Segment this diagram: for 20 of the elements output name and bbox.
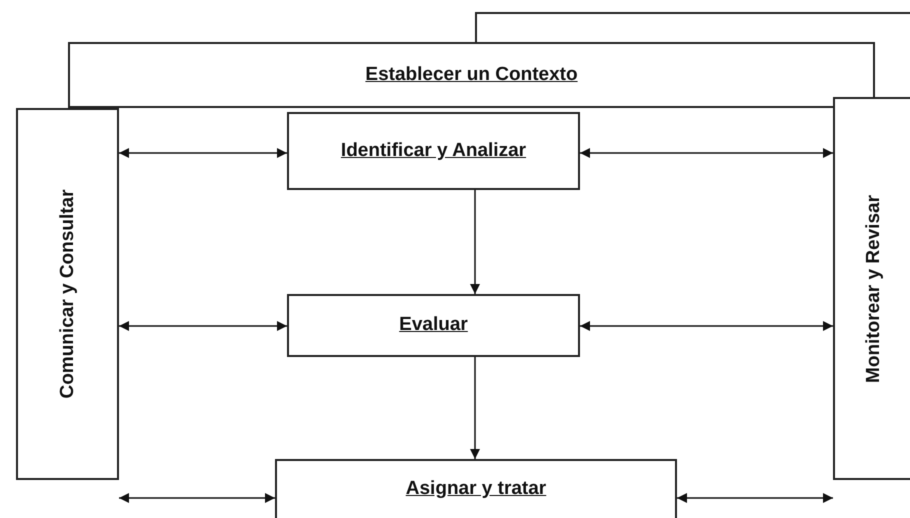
arrow [119,321,287,331]
box-label: Evaluar [399,313,468,338]
process-box [275,459,677,518]
box-label: Asignar y tratar [406,477,546,501]
arrow [470,190,480,294]
process-box [287,112,580,190]
process-box [16,108,119,480]
process-box [68,42,875,108]
process-box [833,97,910,480]
box-label: Establecer un Contexto [365,62,578,87]
arrow [580,321,833,331]
arrow [119,493,275,503]
arrow [470,357,480,459]
box-label: Monitorear y Revisar [862,194,885,382]
arrow [677,493,833,503]
arrow [119,148,287,158]
arrow [580,148,833,158]
box-label: Identificar y Analizar [340,138,526,163]
box-label: Comunicar y Consultar [55,189,78,399]
process-box [287,294,580,357]
